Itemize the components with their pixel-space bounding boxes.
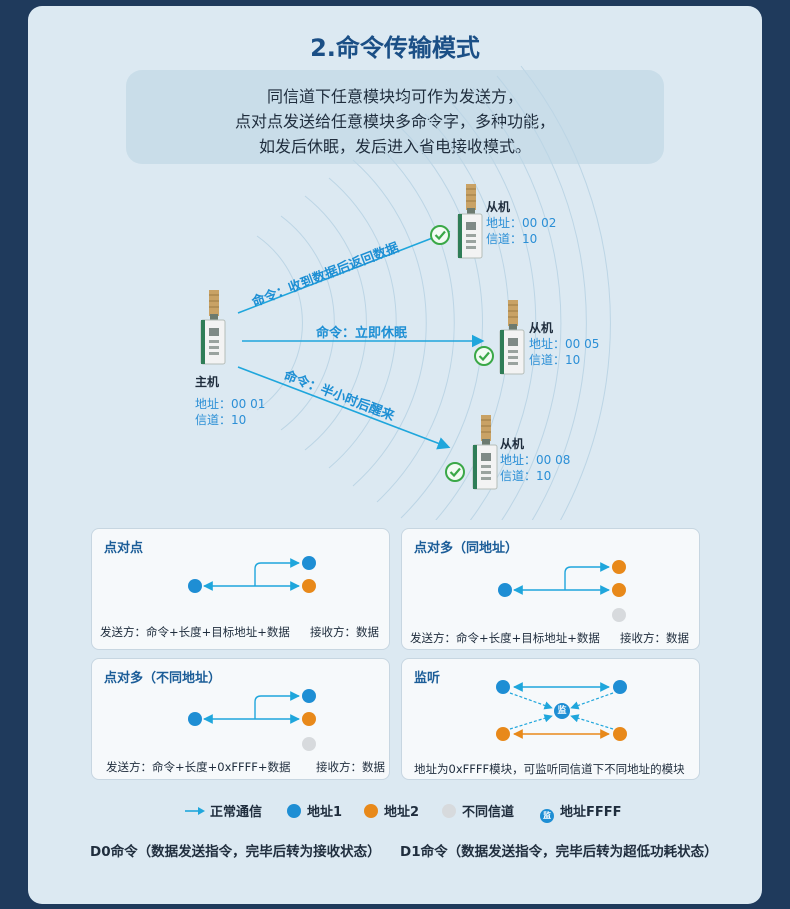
master-channel: 信道：10 bbox=[195, 413, 247, 427]
monitor-badge-icon: 监 bbox=[540, 809, 554, 823]
point-to-point-diagram bbox=[188, 556, 316, 593]
legend-diff-label: 不同信道 bbox=[462, 805, 515, 820]
network-diagram bbox=[200, 65, 611, 520]
slave-module-3 bbox=[472, 414, 498, 490]
sender-format: 发送方：命令+长度+目标地址+数据 bbox=[100, 625, 290, 639]
legend-addr2: 地址2 bbox=[364, 801, 419, 820]
slave-channel: 信道：10 bbox=[500, 469, 552, 483]
slave-address: 地址：00 02 bbox=[486, 216, 557, 230]
intro-box: 同信道下任意模块均可作为发送方， 点对点发送给任意模块多命令字，多种功能， 如发… bbox=[126, 70, 664, 164]
intro-line-1: 同信道下任意模块均可作为发送方， bbox=[266, 87, 523, 106]
command-arrows bbox=[237, 229, 485, 450]
slave-module-2 bbox=[499, 299, 525, 375]
point-to-multi-same-diagram bbox=[498, 560, 626, 622]
monitor-description: 地址为0xFFFF模块，可监听同信道下不同地址的模块 bbox=[414, 762, 685, 776]
slave-info-2: 从机 地址：00 05 信道：10 bbox=[529, 320, 599, 368]
slave-channel: 信道：10 bbox=[529, 353, 581, 367]
slave-name: 从机 bbox=[500, 437, 525, 451]
master-info: 主机 地址：00 01 信道：10 bbox=[195, 374, 265, 428]
legend-addr1: 地址1 bbox=[287, 801, 342, 820]
receiver-format: 接收方：数据 bbox=[310, 625, 379, 639]
slave-channel: 信道：10 bbox=[486, 232, 538, 246]
slave-name: 从机 bbox=[486, 200, 511, 214]
command-label-2: 命令：立即休眠 bbox=[316, 326, 408, 341]
sender-format: 发送方：命令+长度+目标地址+数据 bbox=[410, 631, 600, 645]
legend-ffff-label: 地址FFFF bbox=[560, 805, 622, 820]
legend: 正常通信 地址1 地址2 不同信道 监地址FFFF bbox=[0, 801, 790, 823]
gray-dot-icon bbox=[442, 804, 456, 818]
slave-module-1 bbox=[457, 183, 483, 259]
slave-address: 地址：00 05 bbox=[529, 337, 600, 351]
legend-normal-label: 正常通信 bbox=[210, 805, 263, 820]
slave-info-3: 从机 地址：00 08 信道：10 bbox=[500, 436, 570, 484]
monitor-badge: 监 bbox=[557, 706, 567, 716]
slave-address: 地址：00 08 bbox=[500, 453, 571, 467]
page-title: 2.命令传输模式 bbox=[310, 34, 480, 62]
sender-format: 发送方：命令+长度+0xFFFF+数据 bbox=[106, 760, 291, 774]
orange-dot-icon bbox=[364, 804, 378, 818]
card-point-to-multi-different: 点对多（不同地址） 发送方：命令+长度+0xFFFF+数据 接收方：数据 bbox=[91, 658, 390, 780]
master-name: 主机 bbox=[195, 375, 220, 389]
blue-dot-icon bbox=[287, 804, 301, 818]
card-title: 点对多（同地址） bbox=[414, 541, 519, 556]
master-address: 地址：00 01 bbox=[195, 397, 266, 411]
card-title: 点对多（不同地址） bbox=[104, 671, 222, 686]
point-to-multi-different-diagram bbox=[188, 689, 316, 751]
legend-ffff: 监地址FFFF bbox=[540, 801, 622, 823]
legend-addr2-label: 地址2 bbox=[384, 805, 420, 820]
d1-command: D1命令（数据发送指令，完毕后转为超低功耗状态） bbox=[400, 844, 718, 860]
legend-diff: 不同信道 bbox=[442, 801, 514, 820]
check-icon bbox=[444, 461, 466, 483]
card-point-to-multi-same: 点对多（同地址） 发送方：命令+长度+目标地址+数据 接收方：数据 bbox=[401, 528, 700, 650]
monitor-diagram bbox=[496, 680, 627, 741]
legend-normal: 正常通信 bbox=[184, 801, 262, 820]
d0-command: D0命令（数据发送指令，完毕后转为接收状态） bbox=[90, 844, 381, 860]
receiver-format: 接收方：数据 bbox=[620, 631, 689, 645]
slave-name: 从机 bbox=[529, 321, 554, 335]
intro-line-2: 点对点发送给任意模块多命令字，多种功能， bbox=[234, 112, 555, 131]
check-icon bbox=[429, 224, 451, 246]
legend-addr1-label: 地址1 bbox=[307, 805, 343, 820]
master-module bbox=[200, 289, 226, 365]
card-point-to-point: 点对点 发送方：命令+长度+目标地址+数据 接收方：数据 bbox=[91, 528, 390, 650]
intro-line-3: 如发后休眠，发后进入省电接收模式。 bbox=[258, 137, 531, 156]
arrow-icon bbox=[185, 807, 205, 815]
receiver-format: 接收方：数据 bbox=[316, 760, 385, 774]
card-monitor: 监听 监 地址为0xFFFF模块，可监听同信道下不同地址的模块 bbox=[401, 658, 700, 780]
card-title: 监听 bbox=[414, 671, 441, 686]
slave-info-1: 从机 地址：00 02 信道：10 bbox=[486, 199, 556, 247]
card-title: 点对点 bbox=[104, 541, 144, 556]
check-icon bbox=[473, 345, 495, 367]
